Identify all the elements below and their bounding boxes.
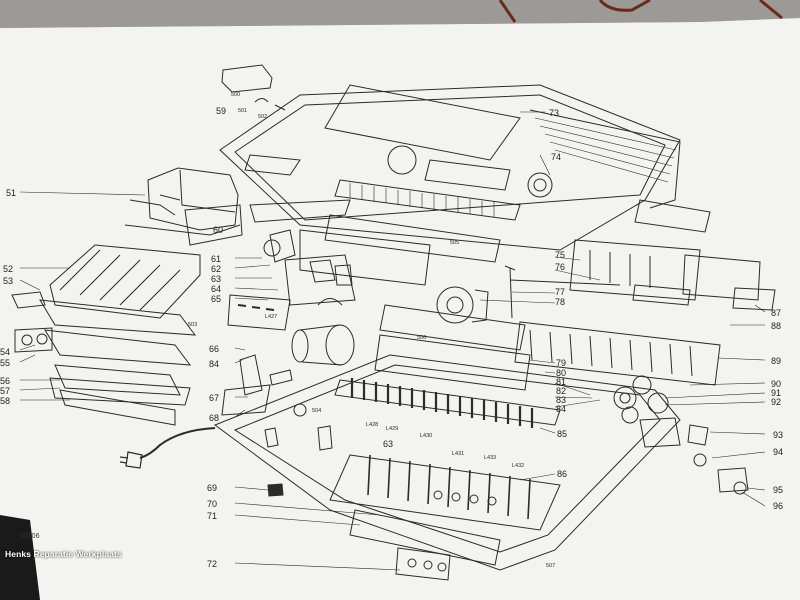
callout-81: 81 bbox=[556, 377, 566, 387]
callout-505: 505 bbox=[450, 240, 459, 246]
callout-69: 69 bbox=[207, 483, 217, 493]
callout-88: 88 bbox=[771, 321, 781, 331]
line-art bbox=[11, 64, 776, 581]
callout-54: 54 bbox=[0, 347, 10, 357]
callout-83: 83 bbox=[556, 395, 566, 405]
callout-71: 71 bbox=[207, 511, 217, 521]
callout-51: 51 bbox=[6, 188, 16, 198]
callout-87: 87 bbox=[771, 308, 781, 318]
drawing-number: 50106 bbox=[20, 533, 40, 540]
callout-67: 67 bbox=[209, 393, 219, 403]
callout-52: 52 bbox=[3, 264, 13, 274]
callout-72: 72 bbox=[207, 559, 217, 569]
callout-L429: L429 bbox=[386, 426, 398, 432]
watermark-text: Henks Reparatie Werkplaats bbox=[5, 549, 122, 559]
callout-79: 79 bbox=[556, 358, 566, 368]
callout-74: 74 bbox=[551, 152, 561, 162]
callout-70: 70 bbox=[207, 499, 217, 509]
callout-85: 85 bbox=[557, 429, 567, 439]
callout-L430: L430 bbox=[420, 433, 432, 439]
callout-94: 94 bbox=[773, 447, 783, 457]
dark-corner bbox=[0, 515, 40, 600]
paper-sheet bbox=[0, 18, 800, 600]
callout-90: 90 bbox=[771, 379, 781, 389]
callout-504: 504 bbox=[312, 408, 321, 414]
callout-77: 77 bbox=[555, 287, 565, 297]
callout-503: 503 bbox=[188, 322, 197, 328]
callout-93: 93 bbox=[773, 430, 783, 440]
callout-60: 60 bbox=[213, 225, 223, 235]
callout-59: 59 bbox=[216, 106, 226, 116]
callout-L433: L433 bbox=[484, 455, 496, 461]
paper-top-strip bbox=[0, 0, 800, 28]
callout-73: 73 bbox=[549, 108, 559, 118]
callout-92: 92 bbox=[771, 397, 781, 407]
callout-506: 506 bbox=[417, 335, 426, 341]
callout-91: 91 bbox=[771, 388, 781, 398]
callout-68: 68 bbox=[209, 413, 219, 423]
callout-63-lower: 63 bbox=[383, 439, 393, 449]
callout-L432: L432 bbox=[512, 463, 524, 469]
callout-76: 76 bbox=[555, 262, 565, 272]
callout-501: 501 bbox=[238, 108, 247, 114]
callout-63: 63 bbox=[211, 274, 221, 284]
callout-L431: L431 bbox=[452, 451, 464, 457]
mains-cable bbox=[139, 427, 216, 459]
callout-500: 500 bbox=[231, 92, 240, 98]
callout-61: 61 bbox=[211, 254, 221, 264]
callout-80: 80 bbox=[556, 368, 566, 378]
callout-58: 58 bbox=[0, 396, 10, 406]
callout-L427: L427 bbox=[265, 314, 277, 320]
callout-57: 57 bbox=[0, 386, 10, 396]
callout-78: 78 bbox=[555, 297, 565, 307]
callout-507: 507 bbox=[546, 563, 555, 569]
callout-55: 55 bbox=[0, 358, 10, 368]
callout-84-left: 84 bbox=[209, 359, 219, 369]
callout-56: 56 bbox=[0, 376, 10, 386]
callout-53: 53 bbox=[3, 276, 13, 286]
callout-95: 95 bbox=[773, 485, 783, 495]
callout-75: 75 bbox=[555, 250, 565, 260]
callout-96: 96 bbox=[773, 501, 783, 511]
callout-502: 502 bbox=[258, 114, 267, 120]
callout-66: 66 bbox=[209, 344, 219, 354]
callout-82: 82 bbox=[556, 386, 566, 396]
callout-89: 89 bbox=[771, 356, 781, 366]
callout-L428: L428 bbox=[366, 422, 378, 428]
callout-64: 64 bbox=[211, 284, 221, 294]
cable-top-right bbox=[498, 0, 783, 23]
mains-plug bbox=[119, 451, 143, 469]
callout-62: 62 bbox=[211, 264, 221, 274]
callout-65: 65 bbox=[211, 294, 221, 304]
callout-84-right: 84 bbox=[556, 404, 566, 414]
callout-86: 86 bbox=[557, 469, 567, 479]
